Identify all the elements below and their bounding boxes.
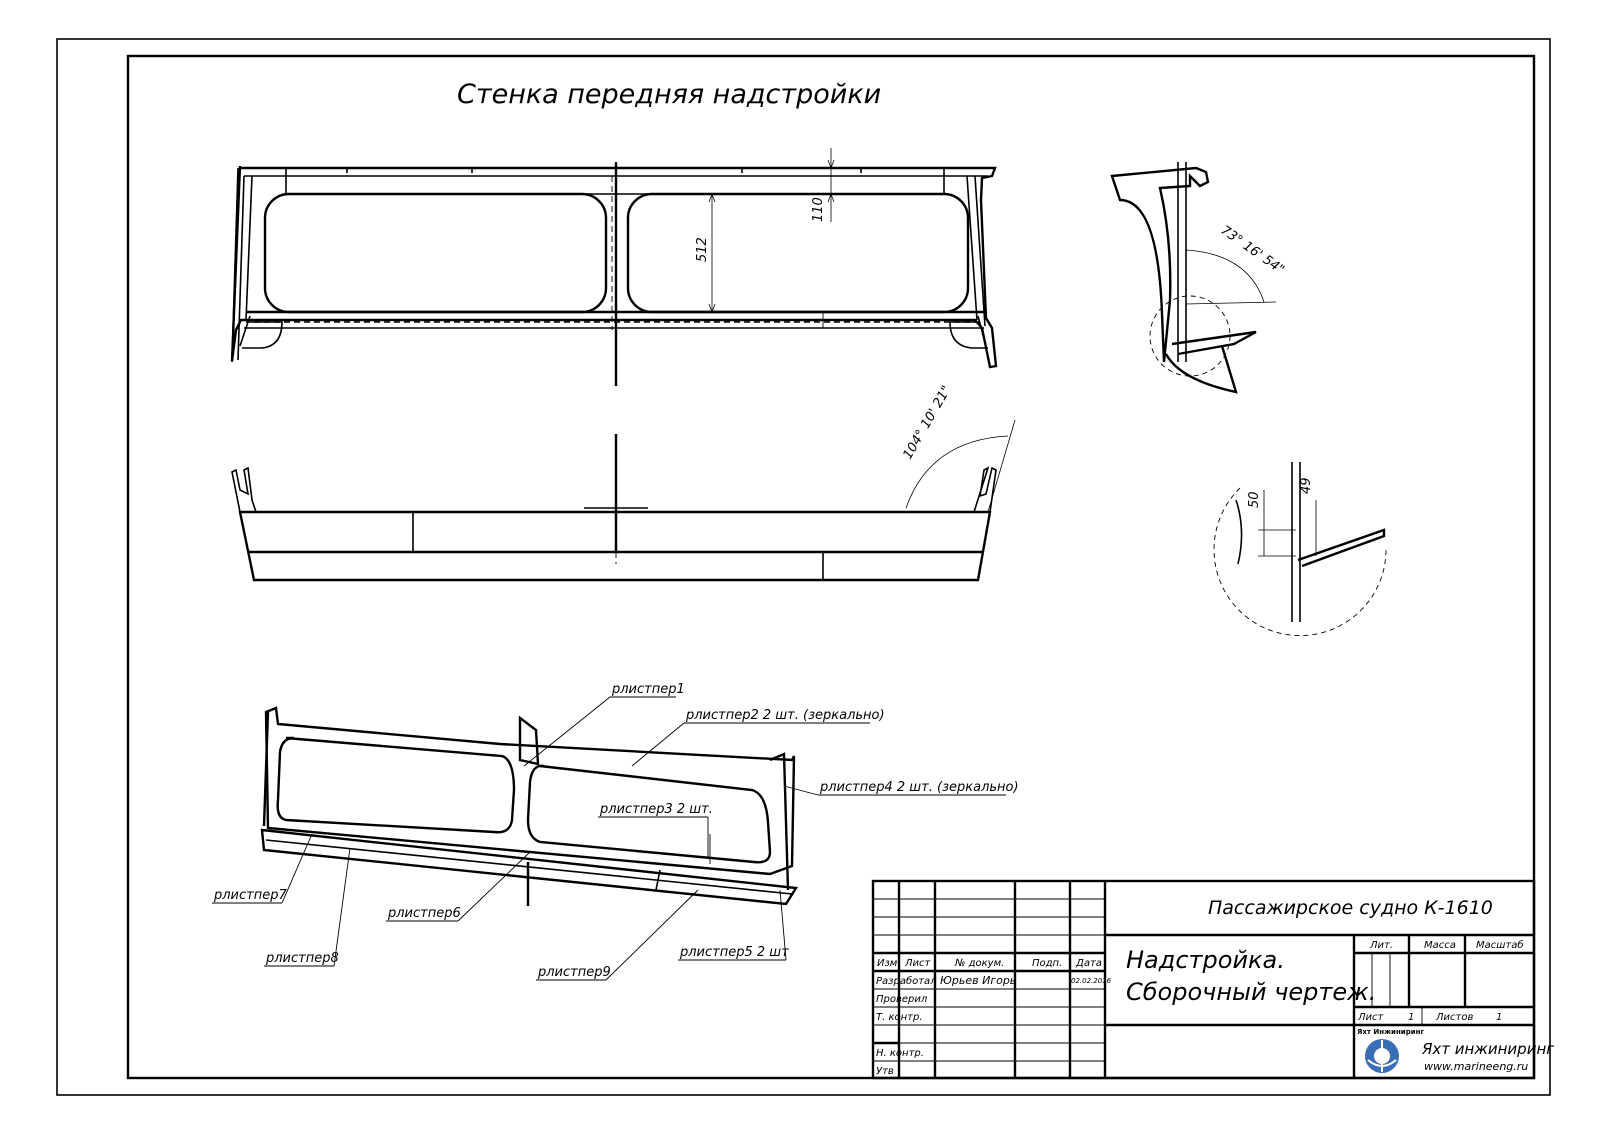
dim-110: 110: [811, 197, 826, 222]
sheets-value: 1: [1496, 1012, 1502, 1023]
developer-date: 02.02.2016: [1071, 977, 1112, 985]
sheet-label: Лист: [1357, 1012, 1385, 1023]
company-site: www.marineeng.ru: [1424, 1060, 1528, 1073]
drawing-title: Стенка передняя надстройки: [457, 79, 881, 110]
doc-name-line1: Надстройка.: [1126, 946, 1285, 974]
developer-name: Юрьев Игорь: [940, 974, 1016, 987]
dim-50: 50: [1247, 491, 1262, 508]
row-checked: Проверил: [876, 994, 928, 1005]
company-logo: Яхт Инжиниринг: [1357, 1028, 1424, 1073]
callout-1: рлистпер1: [611, 682, 685, 697]
callout-4: рлистпер4 2 шт. (зеркально): [819, 780, 1019, 795]
callout-2: рлистпер2 2 шт. (зеркально): [685, 708, 885, 723]
detail-view: 50 49: [1213, 462, 1387, 637]
row-developed: Разработал: [876, 975, 937, 987]
front-view: 512 110: [230, 148, 998, 386]
col-date: Дата: [1075, 958, 1102, 969]
sheet-value: 1: [1408, 1012, 1414, 1023]
outer-frame: [56, 38, 1551, 1096]
dim-512: 512: [695, 237, 710, 262]
title-block: Пассажирское судно К-1610 Надстройка. Сб…: [871, 879, 1554, 1080]
row-norm-control: Н. контр.: [876, 1048, 924, 1059]
dim-49: 49: [1299, 477, 1314, 494]
row-approved: Утв: [876, 1066, 894, 1077]
doc-name-line2: Сборочный чертеж.: [1126, 978, 1376, 1006]
callouts: рлистпер1 рлистпер2 2 шт. (зеркально) рл…: [212, 682, 1019, 981]
sheets-label: Листов: [1435, 1012, 1473, 1023]
dim-angle-plan: 104° 10' 21": [900, 383, 954, 462]
row-tech-control: Т. контр.: [876, 1012, 923, 1023]
callout-6: рлистпер6: [387, 906, 461, 921]
dim-angle-side: 73° 16' 54": [1218, 223, 1287, 278]
callout-9: рлистпер9: [537, 965, 611, 980]
isometric-view: [260, 706, 799, 906]
project-name: Пассажирское судно К-1610: [1208, 897, 1493, 919]
callout-8: рлистпер8: [265, 951, 339, 966]
logo-text: Яхт Инжиниринг: [1357, 1028, 1424, 1036]
col-izm: Изм: [877, 958, 898, 969]
col-doc-no: № докум.: [954, 958, 1004, 969]
scale-label: Масштаб: [1476, 939, 1524, 951]
col-list: Лист: [904, 958, 932, 969]
side-section: 73° 16' 54": [1110, 162, 1287, 394]
callout-7: рлистпер7: [213, 888, 287, 903]
company-name: Яхт инжиниринг: [1421, 1040, 1554, 1058]
col-sign: Подп.: [1032, 958, 1062, 969]
lit-label: Лит.: [1369, 940, 1393, 951]
mass-label: Масса: [1424, 940, 1456, 951]
plan-view: 104° 10' 21": [231, 383, 1016, 582]
callout-3: рлистпер3 2 шт.: [599, 802, 713, 817]
callout-5: рлистпер5 2 шт: [679, 945, 789, 960]
inner-frame: [126, 54, 1536, 1080]
